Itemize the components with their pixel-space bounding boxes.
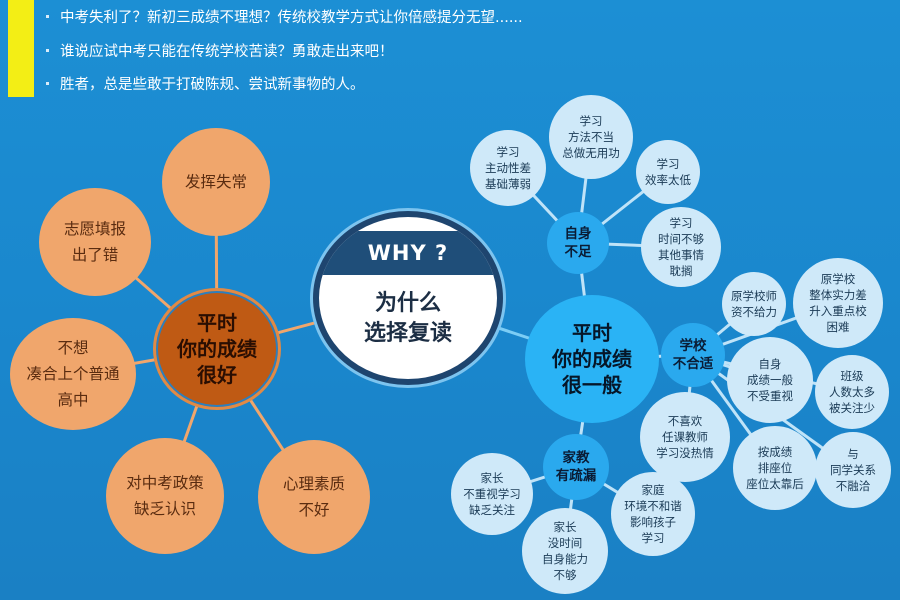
left-node-1: 发挥失常: [162, 128, 270, 236]
left-node-4: 对中考政策 缺乏认识: [106, 438, 224, 554]
left-node-5: 心理素质 不好: [258, 440, 370, 554]
school-leaf-3: 自身 成绩一般 不受重视: [727, 337, 813, 423]
school-leaf-1: 原学校师 资不给力: [722, 272, 786, 336]
school-leaf-6: 按成绩 排座位 座位太靠后: [733, 426, 817, 510]
header-line-2: 谁说应试中考只能在传统学校苦读？勇敢走出来吧！: [46, 40, 394, 61]
school-group-node: 学校 不合适: [661, 323, 725, 387]
school-leaf-5: 不喜欢 任课教师 学习没热情: [640, 392, 730, 482]
school-leaf-4: 班级 人数太多 被关注少: [815, 355, 889, 429]
self-leaf-3: 学习 效率太低: [636, 140, 700, 204]
header-line-3: 胜者，总是些敢于打破陈规、尝试新事物的人。: [46, 73, 365, 94]
family-group-node: 家教 有疏漏: [543, 434, 609, 500]
center-node: WHY ? 为什么 选择复读: [313, 211, 503, 385]
why-band: WHY ?: [319, 231, 497, 275]
left-node-2: 志愿填报 出了错: [39, 188, 151, 296]
family-leaf-1: 家长 不重视学习 缺乏关注: [451, 453, 533, 535]
school-leaf-7: 与 同学关系 不融洽: [815, 432, 891, 508]
family-leaf-2: 家长 没时间 自身能力 不够: [522, 508, 608, 594]
center-text: 为什么 选择复读: [363, 291, 452, 346]
family-leaf-3: 家庭 环境不和谐 影响孩子 学习: [611, 472, 695, 556]
left-hub: 平时 你的成绩 很好: [153, 288, 281, 410]
self-leaf-4: 学习 时间不够 其他事情 耽搁: [641, 207, 721, 287]
self-group-node: 自身 不足: [547, 212, 609, 274]
left-node-3: 不想 凑合上个普通 高中: [10, 318, 136, 430]
self-leaf-2: 学习 方法不当 总做无用功: [549, 95, 633, 179]
right-hub: 平时 你的成绩 很一般: [525, 295, 659, 423]
school-leaf-2: 原学校 整体实力差 升入重点校 困难: [793, 258, 883, 348]
header-line-1: 中考失利了？新初三成绩不理想？传统校教学方式让你倍感提分无望......: [46, 6, 523, 27]
yellow-accent-bar: [8, 0, 34, 97]
self-leaf-1: 学习 主动性差 基础薄弱: [470, 130, 546, 206]
